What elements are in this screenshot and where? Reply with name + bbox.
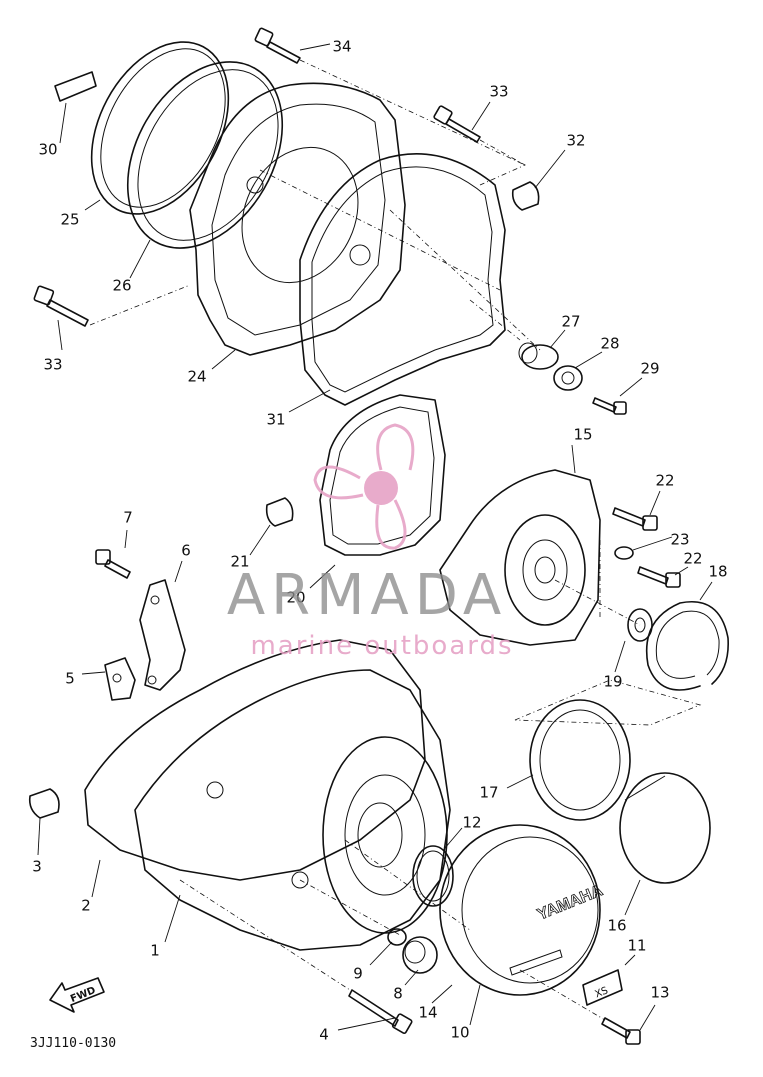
- o-ring-12: [412, 845, 454, 907]
- dowel-pin-3: [28, 788, 60, 819]
- watermark-tagline: marine outboards: [250, 631, 513, 661]
- callout-27: 27: [561, 313, 580, 331]
- leader-lines: [37, 43, 713, 1031]
- emblem-text: XS: [593, 985, 609, 1000]
- dowel-pin-32: [511, 181, 540, 211]
- oil-pump-cover-15: [439, 469, 601, 646]
- callout-34: 34: [332, 38, 351, 56]
- callout-16: 16: [607, 917, 626, 935]
- dowel-pin-21: [265, 497, 294, 527]
- callout-28: 28: [600, 335, 619, 353]
- bolt-22-upper: [612, 507, 658, 531]
- bolt-4: [348, 989, 413, 1034]
- callout-22a: 22: [655, 472, 674, 490]
- callout-29: 29: [640, 360, 659, 378]
- callout-30: 30: [38, 141, 57, 159]
- gasket-20: [319, 394, 446, 556]
- callout-3: 3: [32, 858, 42, 876]
- gasket-26: [126, 61, 284, 249]
- washer-9: [387, 928, 407, 946]
- generator-cover-10: YAMAHA: [439, 824, 606, 996]
- callout-26: 26: [112, 277, 131, 295]
- callout-25: 25: [60, 211, 79, 229]
- callout-13: 13: [650, 984, 669, 1002]
- oil-seal-17: [529, 699, 631, 821]
- assembly-lines: [89, 59, 702, 1021]
- callout-14: 14: [418, 1004, 437, 1022]
- washer-19: [627, 608, 653, 642]
- callout-33b: 33: [43, 356, 62, 374]
- callout-5: 5: [65, 670, 75, 688]
- plug-8: [402, 936, 438, 974]
- watermark-hub: [364, 471, 398, 505]
- callout-9: 9: [353, 965, 363, 983]
- bolt-7: [95, 549, 131, 579]
- callout-24: 24: [187, 368, 206, 386]
- callout-21: 21: [230, 553, 249, 571]
- bushing-27: [518, 342, 559, 370]
- callout-8: 8: [393, 985, 403, 1003]
- circlip-18: [645, 601, 729, 691]
- crankcase-cover-24: [189, 82, 406, 356]
- emblem-11: XS: [582, 969, 623, 1006]
- callout-31: 31: [266, 411, 285, 429]
- cover-gasket-31: [299, 153, 506, 406]
- callout-12: 12: [462, 814, 481, 832]
- case-gasket-2: [84, 639, 426, 881]
- callout-23: 23: [670, 531, 689, 549]
- callout-15: 15: [573, 426, 592, 444]
- watermark-blade: [376, 423, 415, 471]
- callout-33a: 33: [489, 83, 508, 101]
- callout-17: 17: [479, 784, 498, 802]
- callout-22b: 22: [683, 550, 702, 568]
- bolt-33-upper: [433, 105, 481, 143]
- bolt-29: [592, 397, 627, 415]
- bolt-33-left: [33, 285, 89, 327]
- cap-16: [619, 772, 711, 884]
- propeller-logo-icon: [313, 423, 415, 550]
- callout-18: 18: [708, 563, 727, 581]
- bolt-34: [254, 27, 301, 64]
- callout-2: 2: [81, 897, 91, 915]
- cover-brand-text: YAMAHA: [535, 882, 606, 924]
- watermark-blade: [375, 499, 407, 550]
- callout-11: 11: [627, 937, 646, 955]
- diagram-code: 3JJ110-0130: [30, 1036, 116, 1051]
- watermark: ARMADA marine outboards: [227, 423, 513, 661]
- callout-6: 6: [181, 542, 191, 560]
- callout-32: 32: [566, 132, 585, 150]
- watermark-blade: [313, 465, 364, 500]
- watermark-brand: ARMADA: [227, 563, 507, 628]
- crankcase-cover-1: [134, 669, 451, 951]
- callout-1: 1: [150, 942, 160, 960]
- bolt-22-lower: [637, 566, 681, 588]
- bolt-13: [601, 1017, 641, 1045]
- callout-7: 7: [123, 509, 133, 527]
- fwd-label: FWD: [69, 985, 97, 1005]
- forward-arrow-icon: FWD: [49, 977, 105, 1013]
- o-ring-23: [614, 546, 634, 560]
- callout-10: 10: [450, 1024, 469, 1042]
- callout-19: 19: [603, 673, 622, 691]
- callout-20: 20: [286, 589, 305, 607]
- bracket-5: [104, 657, 136, 701]
- gasket-ring-25: [90, 41, 230, 215]
- callout-4: 4: [319, 1026, 329, 1044]
- collar-28: [553, 365, 583, 391]
- label-plate-30: [54, 71, 97, 102]
- bracket-6: [139, 579, 186, 691]
